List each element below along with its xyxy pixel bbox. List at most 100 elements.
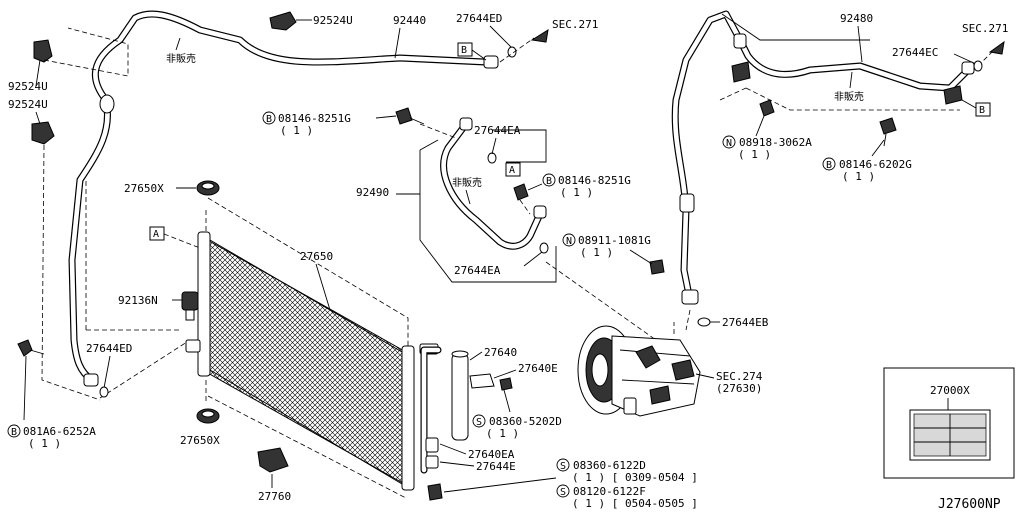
marker-s-6122d <box>556 458 570 472</box>
label-27644ed-low: 27644ED <box>86 342 132 355</box>
bolt-081a6-6252a <box>17 339 45 357</box>
label-92440: 92440 <box>393 14 426 27</box>
svg-text:N: N <box>726 138 732 149</box>
fittings-lower <box>420 346 443 501</box>
bolt-08146-8251g-a <box>395 107 425 125</box>
label-08360-5202d: 08360-5202D <box>489 415 562 428</box>
label-92524u-top: 92524U <box>313 14 353 27</box>
clamp-27640e <box>469 373 513 391</box>
label-not-for-sale-2: 非販売 <box>452 176 482 189</box>
marker-ref-a-left <box>149 226 165 241</box>
label-08911-1081g: 08911-1081G <box>578 234 651 247</box>
label-92480: 92480 <box>840 12 873 25</box>
label-27760: 27760 <box>258 490 291 503</box>
label-sec274: SEC.274 <box>716 370 763 383</box>
diagram-code: J27600NP <box>938 497 1001 512</box>
label-27644ea-top: 27644EA <box>474 124 521 137</box>
label-92136n: 92136N <box>118 294 158 307</box>
label-27640: 27640 <box>484 346 517 359</box>
clip-92524u-left-lower <box>31 121 55 145</box>
svg-text:( 1 ) [ 0309-0504 ]: ( 1 ) [ 0309-0504 ] <box>572 471 698 484</box>
marker-ref-b-right <box>975 102 991 117</box>
svg-text:( 1 ): ( 1 ) <box>842 170 875 183</box>
marker-b-8251g-a <box>262 111 276 125</box>
svg-text:B: B <box>546 176 552 187</box>
label-92524u-left-a: 92524U <box>8 80 48 93</box>
marker-b-8251g-b <box>542 173 556 187</box>
label-27644ed-top: 27644ED <box>456 12 502 25</box>
mount-27650x-top <box>196 180 220 196</box>
label-not-for-sale-3: 非販売 <box>834 90 864 103</box>
svg-text:( 1 ): ( 1 ) <box>560 186 593 199</box>
label-27630: (27630) <box>716 382 762 395</box>
svg-text:S: S <box>560 461 566 472</box>
nut-08911-1081g <box>649 259 665 275</box>
label-27640e: 27640E <box>518 362 558 375</box>
label-27640ea: 27640EA <box>468 448 515 461</box>
svg-text:B: B <box>11 427 17 438</box>
label-92490: 92490 <box>356 186 389 199</box>
marker-s-6122f <box>556 484 570 498</box>
label-27650x-low: 27650X <box>180 434 220 447</box>
compressor <box>577 325 701 417</box>
label-08146-8251g-a: 08146-8251G <box>278 112 351 125</box>
oring-27644eb <box>697 317 711 327</box>
label-27644eb: 27644EB <box>722 316 769 329</box>
svg-text:B: B <box>266 114 272 125</box>
clip-92524u-left-upper <box>33 39 53 63</box>
label-08146-6202g: 08146-6202G <box>839 158 912 171</box>
svg-text:S: S <box>560 487 566 498</box>
label-sec271-left: SEC.271 <box>552 18 598 31</box>
pipe-92480 <box>671 10 975 305</box>
pipe-fitting-lower <box>83 373 99 387</box>
arrow-sec271-left <box>530 28 549 43</box>
svg-text:B: B <box>979 105 985 116</box>
svg-text:N: N <box>566 236 572 247</box>
label-08360-6122d: 08360-6122D <box>573 459 646 472</box>
svg-text:S: S <box>476 417 482 428</box>
label-sec271-right: SEC.271 <box>962 22 1008 35</box>
marker-s-5202d <box>472 414 486 428</box>
svg-text:( 1 ): ( 1 ) <box>280 124 313 137</box>
svg-text:( 1 ): ( 1 ) <box>28 437 61 450</box>
label-08120-6122f: 08120-6122F <box>573 485 646 498</box>
svg-text:A: A <box>153 229 159 240</box>
svg-text:( 1 ): ( 1 ) <box>580 246 613 259</box>
label-27000x: 27000X <box>930 384 970 397</box>
label-27650: 27650 <box>300 250 333 263</box>
label-27650x-top: 27650X <box>124 182 164 195</box>
mount-27650x-low <box>196 408 220 424</box>
clip-92524u-top <box>269 11 312 31</box>
condenser-27650 <box>185 231 439 491</box>
svg-text:A: A <box>509 165 515 176</box>
svg-text:B: B <box>461 45 467 56</box>
label-08146-8251g-b: 08146-8251G <box>558 174 631 187</box>
svg-text:( 1 ): ( 1 ) <box>738 148 771 161</box>
label-08918-3062a: 08918-3062A <box>739 136 812 149</box>
sensor-92136n <box>181 291 199 321</box>
nut-08918-3062a <box>759 99 775 117</box>
drier-27640 <box>451 350 469 441</box>
label-27644ec: 27644EC <box>892 46 938 59</box>
label-081a6-6252a: 081A6-6252A <box>23 425 96 438</box>
label-92524u-left-b: 92524U <box>8 98 48 111</box>
bolt-08146-6202g <box>879 117 897 147</box>
label-panel-27000x <box>883 367 1015 479</box>
svg-text:( 1 ): ( 1 ) <box>486 427 519 440</box>
label-not-for-sale-1: 非販売 <box>166 52 196 65</box>
marker-ref-a-center <box>505 162 521 177</box>
bolt-08146-8251g-b <box>513 183 529 201</box>
svg-text:B: B <box>826 160 832 171</box>
bracket-27760 <box>257 447 289 473</box>
svg-text:( 1 ) [ 0504-0505 ]: ( 1 ) [ 0504-0505 ] <box>572 497 698 510</box>
marker-b-081a6 <box>7 424 21 438</box>
marker-n-1081g <box>562 233 576 247</box>
marker-b-6202g <box>822 157 836 171</box>
label-27644ea-low: 27644EA <box>454 264 501 277</box>
marker-ref-b-left <box>457 42 473 57</box>
arrow-sec271-right <box>988 40 1005 55</box>
label-27644e: 27644E <box>476 460 516 473</box>
pipe-92440 <box>68 10 499 387</box>
